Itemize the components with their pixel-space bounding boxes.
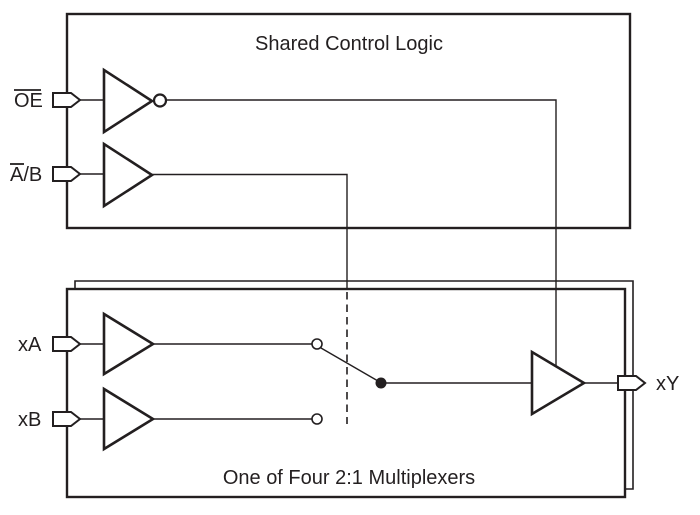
xb-input-pin bbox=[52, 411, 82, 427]
output-buffer bbox=[530, 349, 587, 417]
diagram-labels: Shared Control Logic One of Four 2:1 Mul… bbox=[10, 33, 679, 489]
switch-pole bbox=[320, 347, 379, 382]
ab-buffer bbox=[102, 141, 155, 209]
xy-label: xY bbox=[656, 373, 679, 395]
shared-control-logic-title: Shared Control Logic bbox=[255, 33, 443, 55]
ab-input-pin bbox=[52, 166, 82, 182]
oe-inverter-bubble bbox=[152, 93, 168, 108]
ab-select-wire bbox=[152, 173, 348, 289]
xb-switch-contact bbox=[311, 413, 323, 425]
xa-label: xA bbox=[18, 334, 42, 356]
oe-label: OE bbox=[14, 90, 43, 112]
xb-buffer bbox=[102, 386, 156, 452]
xa-buffer bbox=[102, 311, 156, 377]
shared-control-logic-box bbox=[65, 12, 632, 230]
mux-stack-back-box bbox=[74, 280, 634, 490]
oe-control-wire bbox=[166, 99, 557, 367]
xy-output-pin bbox=[617, 375, 647, 391]
mux-block-title: One of Four 2:1 Multiplexers bbox=[223, 467, 475, 489]
diagram-strokes bbox=[10, 12, 647, 499]
xa-switch-contact bbox=[311, 338, 323, 350]
ab-label: A/B bbox=[10, 164, 42, 186]
xa-input-pin bbox=[52, 336, 82, 352]
mux-front-box bbox=[65, 287, 627, 499]
xb-label: xB bbox=[18, 409, 41, 431]
oe-input-pin bbox=[52, 92, 82, 108]
oe-inverter bbox=[102, 67, 155, 135]
